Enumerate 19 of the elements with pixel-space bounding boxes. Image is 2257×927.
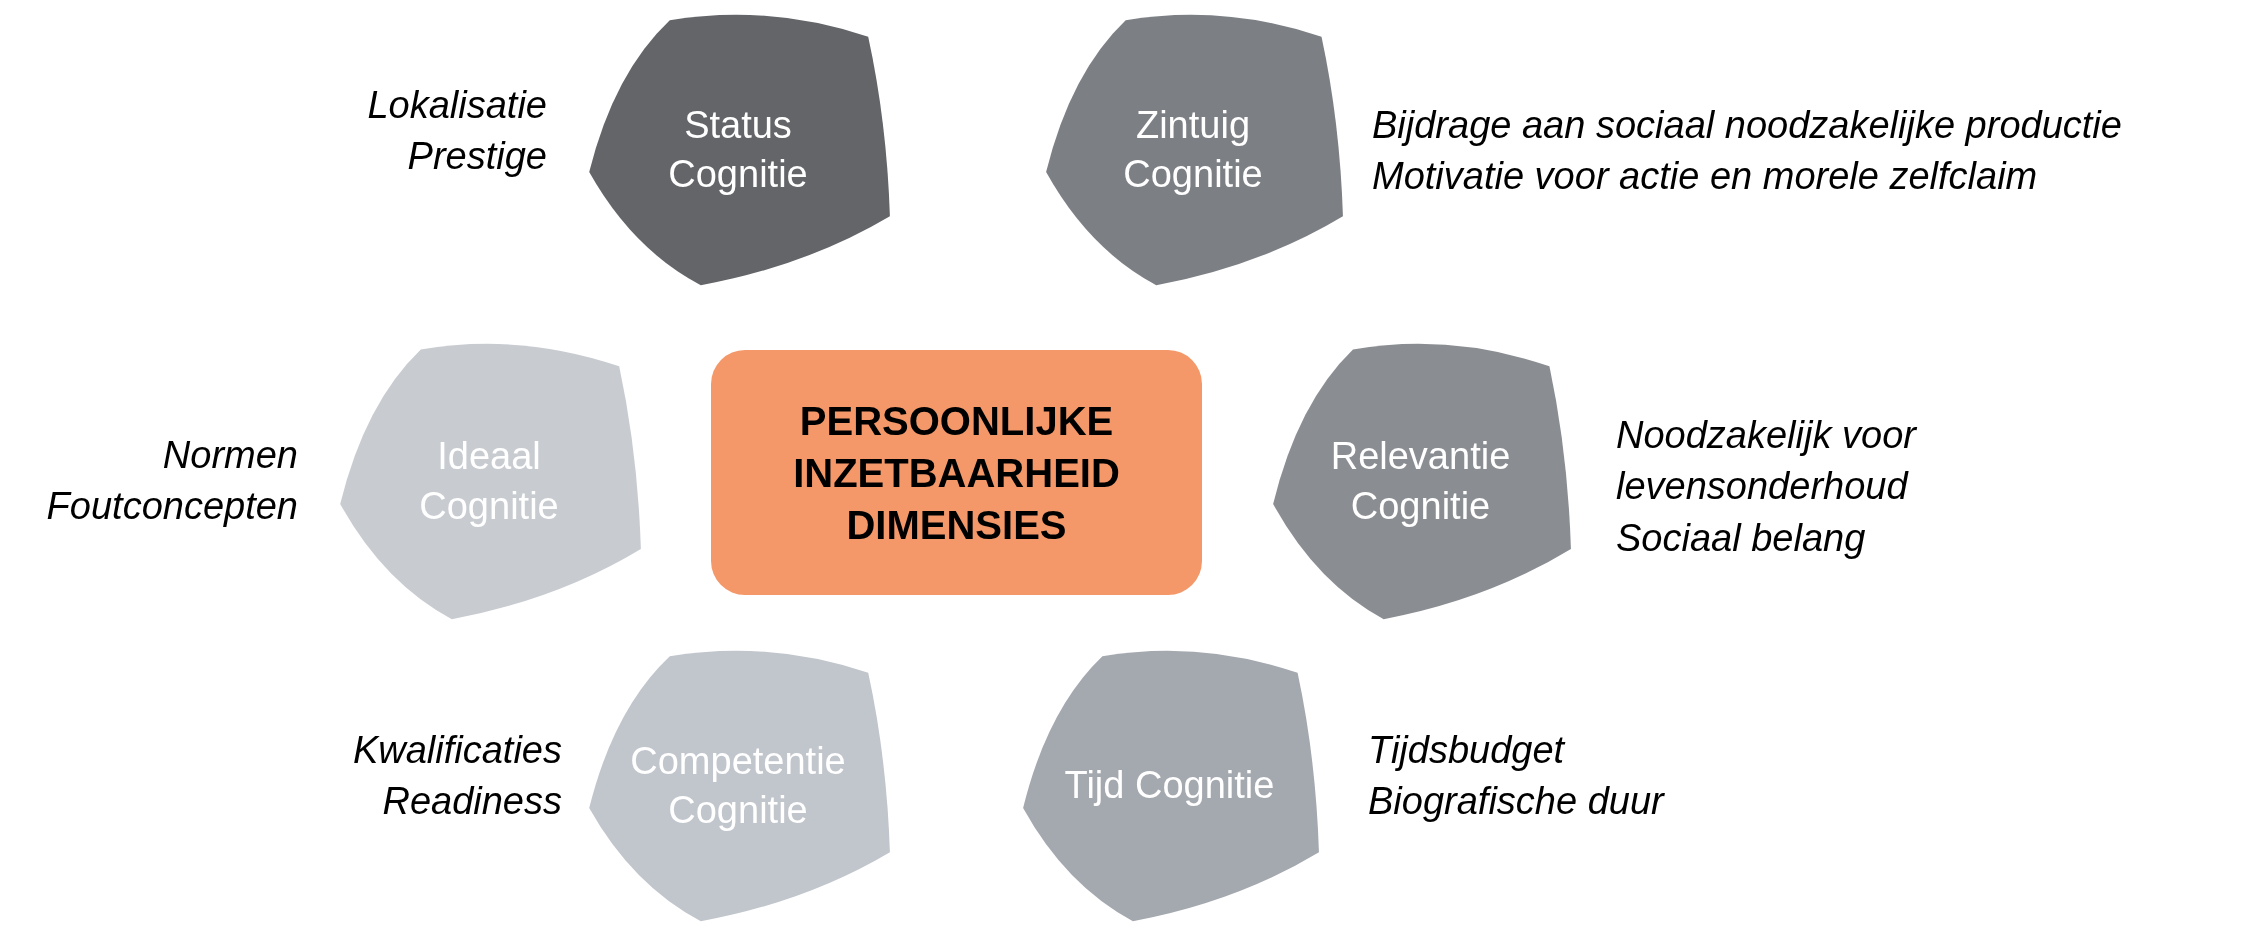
annotation-text: Foutconcepten — [46, 484, 298, 530]
annotation-text: Normen — [162, 433, 298, 478]
annotation-text: Lokalisatie — [367, 83, 547, 128]
annotation-text: Sociaal belang — [1616, 515, 1866, 561]
annotation-text: Readiness — [382, 779, 562, 825]
node-label: Status Cognitie — [667, 102, 809, 197]
node-label: Tijd Cognitie — [1063, 763, 1276, 809]
node-label: Zintuig Cognitie — [1122, 102, 1264, 197]
node-label: Relevantie Cognitie — [1329, 434, 1512, 529]
title-box — [711, 350, 1202, 595]
annotation-text: Biografische duur — [1368, 779, 1664, 825]
annotation-text: Tijdsbudget — [1368, 728, 1565, 773]
annotation-text: Bijdrage aan sociaal noodzakelijke productie — [1372, 103, 2122, 148]
annotation-text: Noodzakelijk voor levensonderhoud — [1616, 413, 1918, 510]
annotation-text: Kwalificaties — [352, 728, 562, 773]
node-label: Competentie Cognitie — [629, 738, 847, 833]
annotation-text: Motivatie voor actie en morele zelfclaim — [1372, 154, 2038, 200]
node-label: PERSOONLIJKE INZETBAARHEID DIMENSIES — [792, 397, 1121, 549]
annotation-text: Prestige — [407, 134, 547, 180]
